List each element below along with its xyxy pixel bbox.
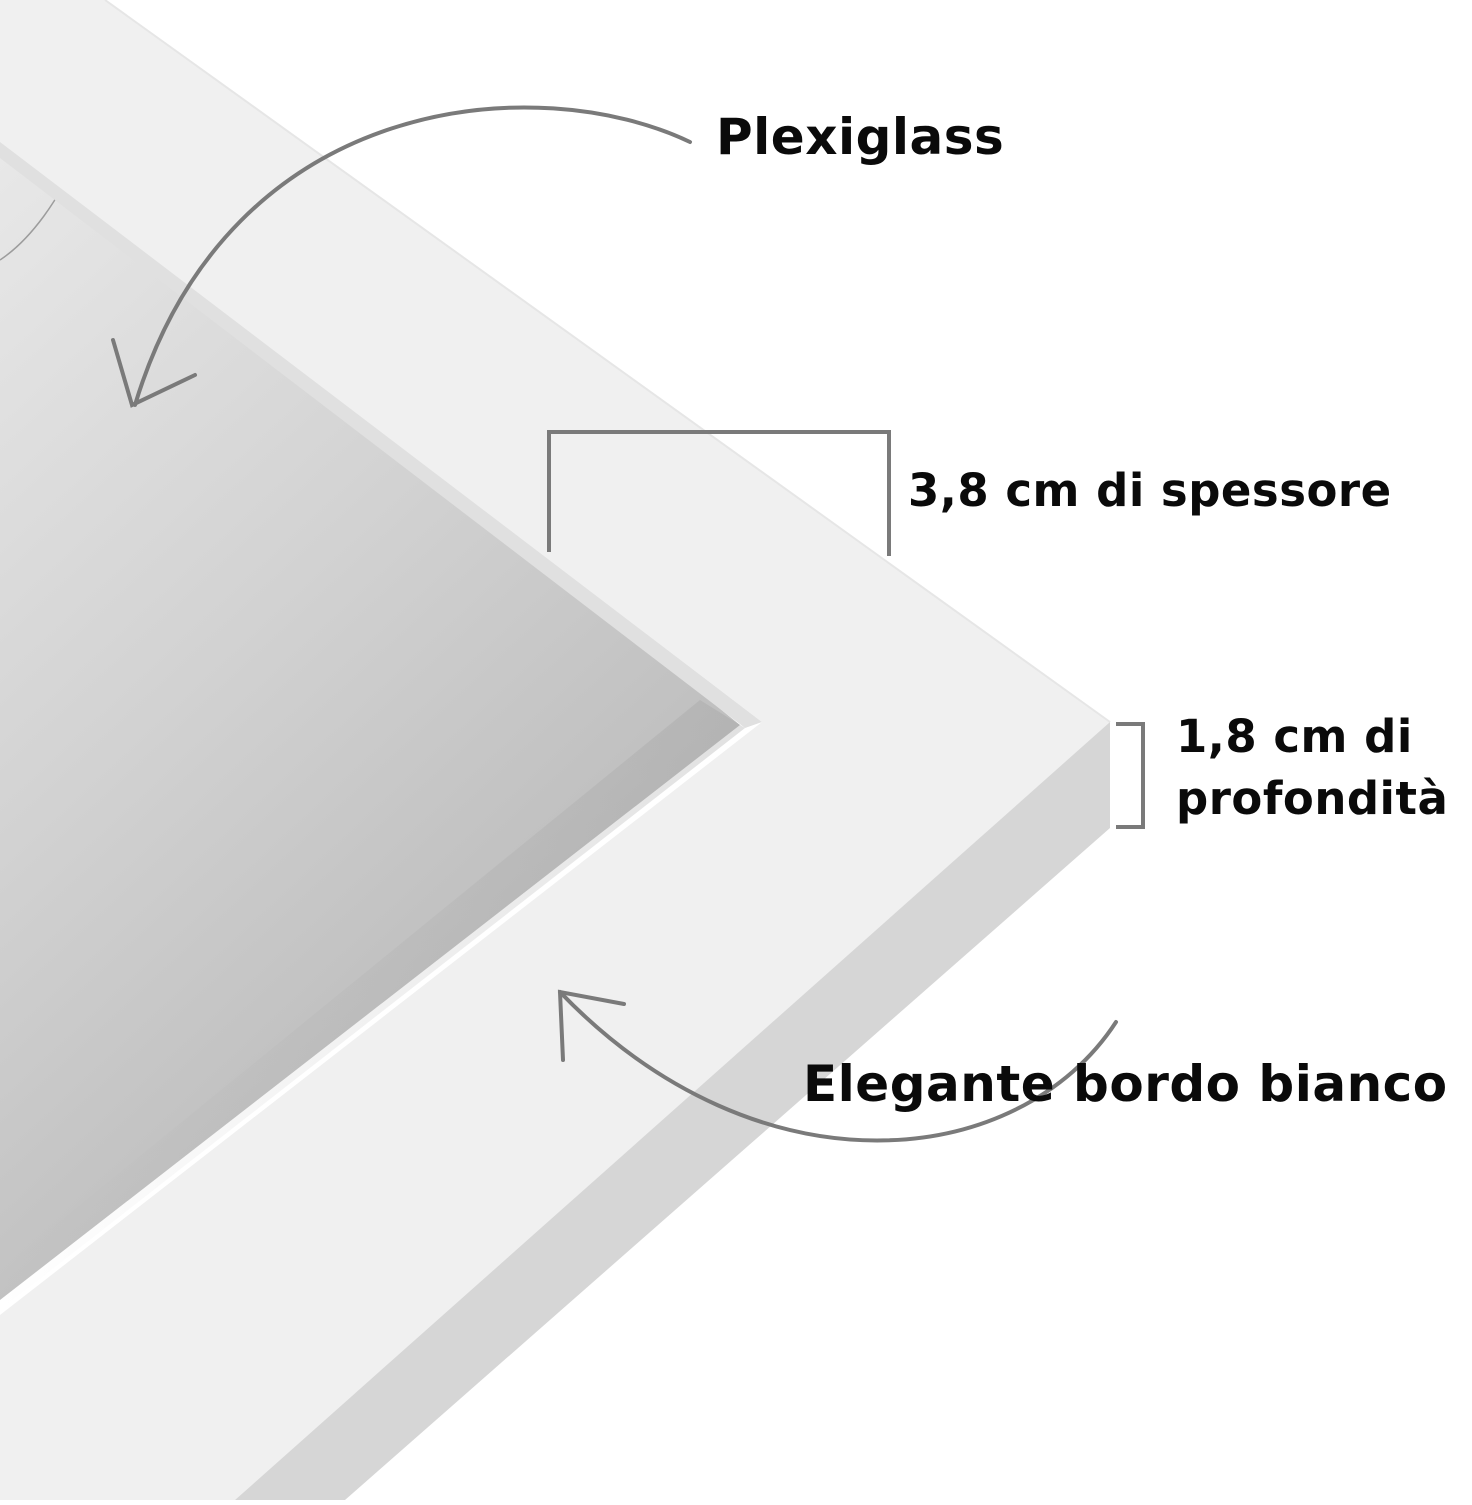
plexiglass-arrow-icon xyxy=(111,105,692,408)
thickness-bracket-icon xyxy=(547,430,891,556)
artwork-area xyxy=(0,150,740,1300)
border-label: Elegante bordo bianco xyxy=(803,1055,1448,1113)
plexiglass-label: Plexiglass xyxy=(716,108,1005,166)
depth-label-line1: 1,8 cm di xyxy=(1176,710,1413,763)
border-arrow-icon xyxy=(557,989,1118,1143)
inner-shadow xyxy=(0,700,745,1310)
frame-side-depth xyxy=(235,722,1110,1500)
frame-top-edge xyxy=(104,0,1111,723)
depth-label: 1,8 cm di profondità xyxy=(1176,706,1448,830)
depth-bracket-icon xyxy=(1116,722,1145,829)
thickness-label: 3,8 cm di spessore xyxy=(908,464,1392,517)
depth-label-line2: profondità xyxy=(1176,772,1449,825)
frame-face xyxy=(0,0,1110,1500)
